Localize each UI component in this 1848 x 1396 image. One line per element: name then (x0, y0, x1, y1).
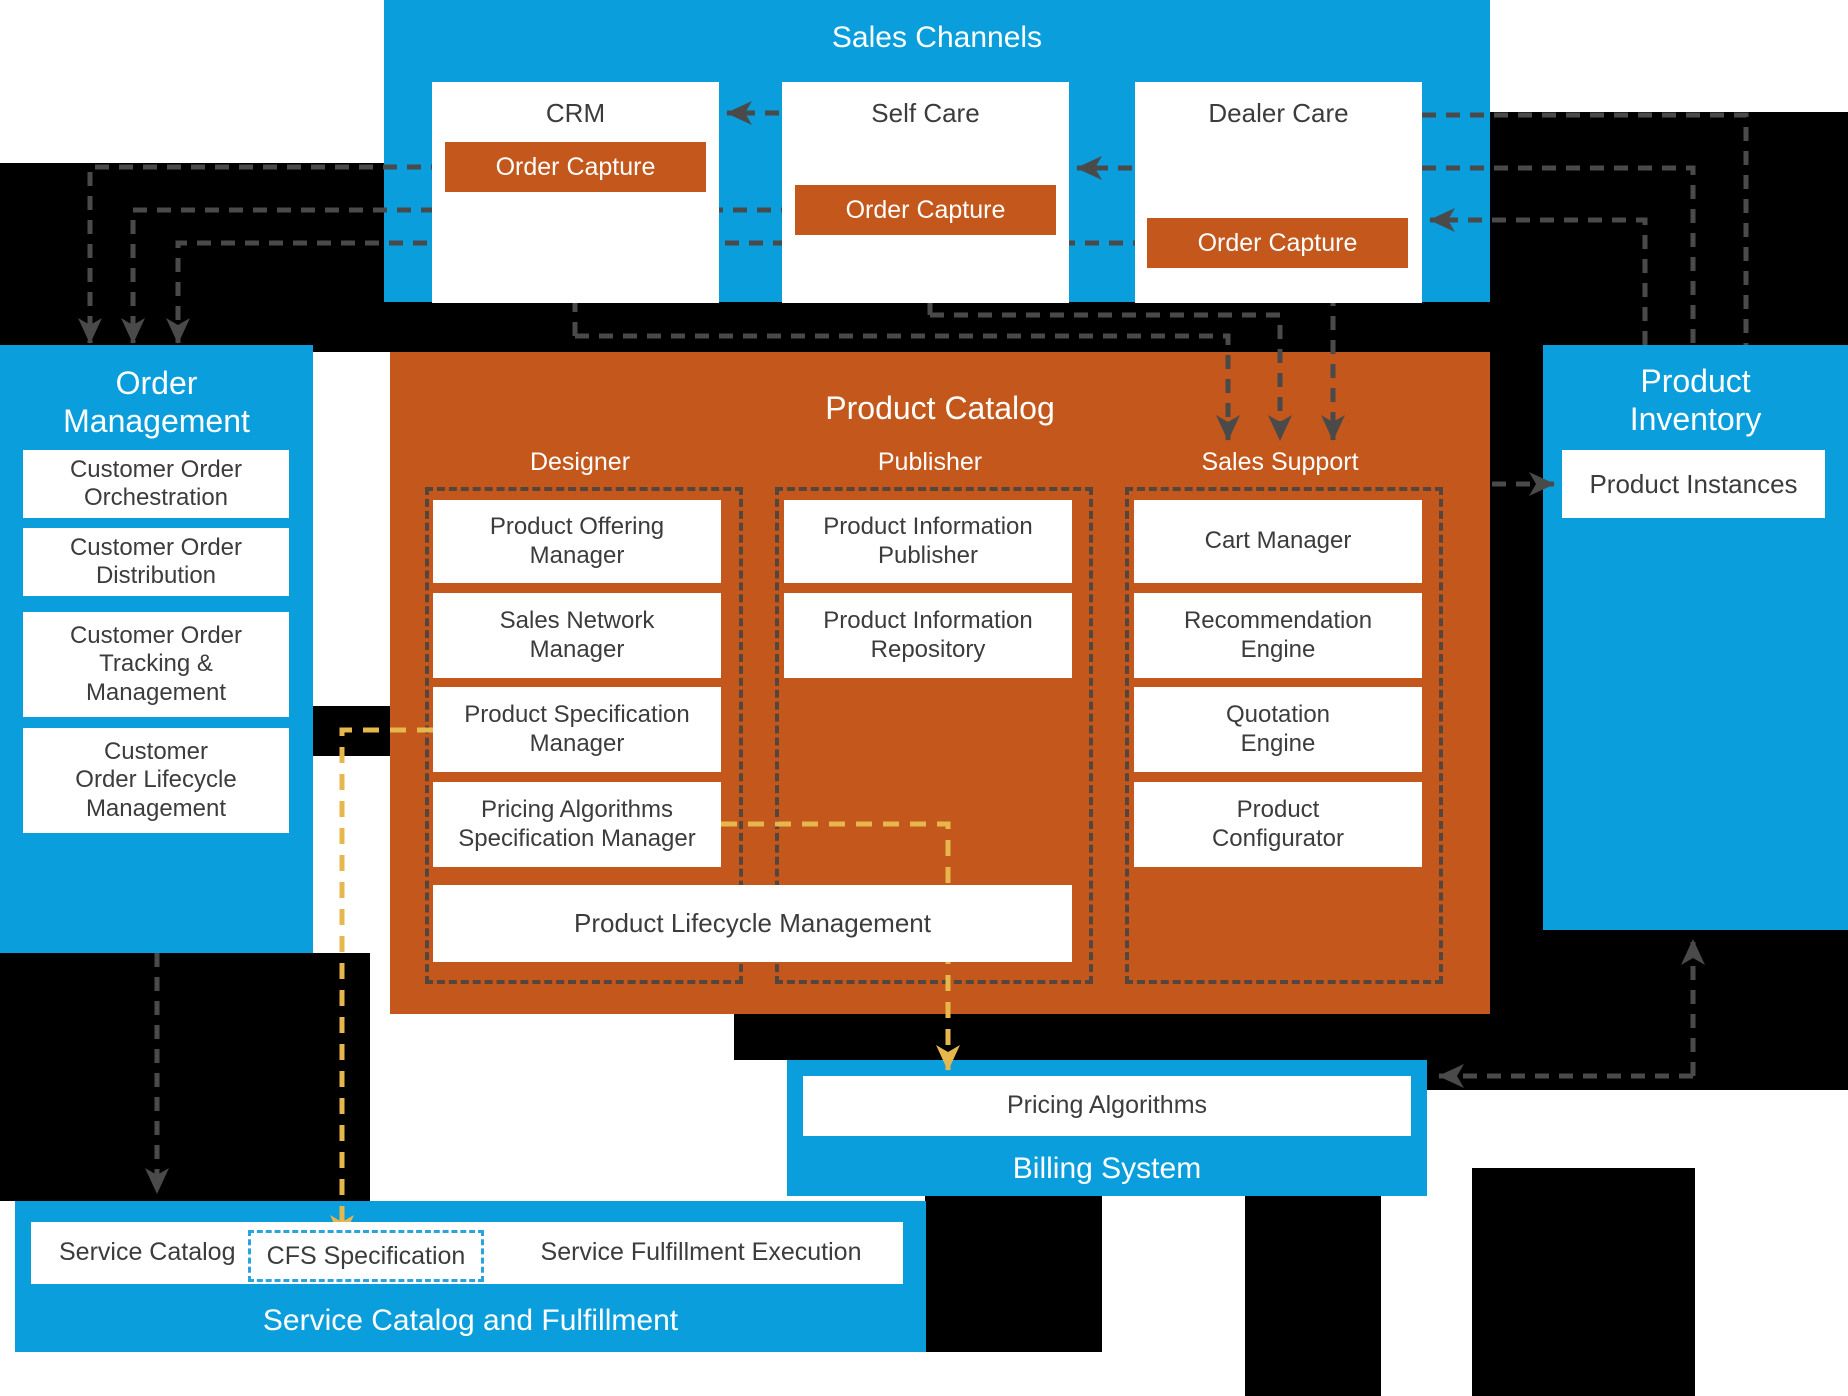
box-label: Product Specification Manager (464, 701, 690, 757)
product-specification-manager-box: Product Specification Manager (433, 687, 721, 772)
background-block (1490, 112, 1848, 352)
recommendation-engine-box: Recommendation Engine (1134, 593, 1422, 678)
product-instances-box: Product Instances (1562, 450, 1825, 518)
arrow-selfcare-capture-to-sales-support (930, 312, 1292, 441)
om-item-label: Customer Order Lifecycle Management (75, 738, 237, 822)
arrow-pricing-spec-to-pricing-algorithms (721, 821, 960, 1071)
box-label: Service Catalog (59, 1238, 236, 1267)
line-dealercare-to-product-inventory-inner (1422, 165, 1696, 345)
publisher-label: Publisher (877, 448, 983, 476)
arrow-product-spec-to-cfs-specification (330, 727, 433, 1241)
crm-label: CRM (545, 98, 606, 128)
product-configurator-box: Product Configurator (1134, 782, 1422, 867)
product-information-publisher-box: Product Information Publisher (784, 500, 1072, 583)
cart-manager-box: Cart Manager (1134, 500, 1422, 583)
sales-support-column-header: Sales Support (1125, 448, 1435, 477)
quotation-engine-box: Quotation Engine (1134, 687, 1422, 772)
pricing-algorithms-box: Pricing Algorithms (803, 1076, 1411, 1136)
arrow-crm-capture-to-sales-support (575, 333, 1240, 441)
order-management-item: Customer Order Tracking & Management (23, 612, 289, 717)
publisher-column-border (775, 487, 1093, 984)
product-inventory-title: Product Inventory (1629, 363, 1762, 437)
designer-column-border (425, 487, 743, 984)
arrow-product-inventory-to-dealercare (1429, 208, 1648, 345)
box-label: Cart Manager (1204, 527, 1352, 555)
self-care-order-capture-box: Order Capture (795, 185, 1056, 235)
billing-system-title: Billing System (1012, 1151, 1202, 1185)
background-block (925, 1196, 1102, 1352)
publisher-column-header: Publisher (775, 448, 1085, 477)
dealer-care-label: Dealer Care (1208, 98, 1349, 128)
box-label: CFS Specification (266, 1241, 466, 1270)
service-fulfillment-execution-box: Service Fulfillment Execution (499, 1222, 903, 1284)
box-label: Pricing Algorithms Specification Manager (458, 796, 696, 852)
box-label: Product Lifecycle Management (574, 908, 931, 939)
dealer-care-order-capture-label: Order Capture (1197, 228, 1358, 257)
product-inventory-panel: Product Inventory (1543, 345, 1848, 930)
box-label: Product Configurator (1211, 796, 1345, 852)
box-label: Recommendation Engine (1183, 607, 1373, 663)
sales-support-column-border (1125, 487, 1443, 984)
background-block (1472, 1168, 1695, 1396)
box-label: Product Instances (1589, 468, 1798, 499)
box-label: Service Fulfillment Execution (540, 1238, 862, 1267)
om-item-label: Customer Order Tracking & Management (69, 622, 243, 706)
sales-support-label: Sales Support (1201, 448, 1359, 476)
designer-label: Designer (529, 448, 631, 476)
order-management-item: Customer Order Distribution (23, 528, 289, 596)
crm-box: CRM (432, 82, 719, 303)
background-block (0, 163, 390, 352)
self-care-order-capture-label: Order Capture (845, 195, 1006, 224)
product-lifecycle-management-box: Product Lifecycle Management (433, 885, 1072, 962)
om-item-label: Customer Order Orchestration (69, 455, 243, 511)
service-catalog-fulfillment-title: Service Catalog and Fulfillment (262, 1303, 679, 1337)
order-management-item: Customer Order Orchestration (23, 450, 289, 518)
cfs-specification-box: CFS Specification (248, 1230, 484, 1282)
sales-channels-title: Sales Channels (831, 21, 1043, 54)
box-label: Product Information Publisher (823, 513, 1033, 569)
arrow-crm-capture-to-order-management (78, 164, 445, 344)
background-block (1427, 930, 1848, 1090)
crm-order-capture-box: Order Capture (445, 142, 706, 192)
dealer-care-order-capture-box: Order Capture (1147, 218, 1408, 268)
product-information-repository-box: Product Information Repository (784, 593, 1072, 678)
background-block (734, 1014, 1490, 1060)
background-block (1490, 352, 1543, 935)
box-label: Product Information Repository (823, 607, 1033, 663)
designer-column-header: Designer (425, 448, 735, 477)
order-management-title: Order Management (63, 365, 250, 439)
box-label: Pricing Algorithms (1006, 1091, 1208, 1120)
product-catalog-title: Product Catalog (825, 390, 1055, 426)
background-block (0, 953, 370, 1201)
crm-order-capture-label: Order Capture (495, 152, 656, 181)
dealer-care-box: Dealer Care (1135, 82, 1422, 303)
self-care-label: Self Care (871, 98, 980, 128)
sales-network-manager-box: Sales Network Manager (433, 593, 721, 678)
box-label: Sales Network Manager (499, 607, 655, 663)
box-label: Product Offering Manager (489, 513, 665, 569)
order-management-item: Customer Order Lifecycle Management (23, 728, 289, 833)
line-dealercare-to-product-inventory-outer (1422, 112, 1749, 345)
product-offering-manager-box: Product Offering Manager (433, 500, 721, 583)
box-label: Quotation Engine (1225, 701, 1331, 757)
pricing-algorithms-spec-manager-box: Pricing Algorithms Specification Manager (433, 782, 721, 867)
om-item-label: Customer Order Distribution (69, 533, 243, 589)
